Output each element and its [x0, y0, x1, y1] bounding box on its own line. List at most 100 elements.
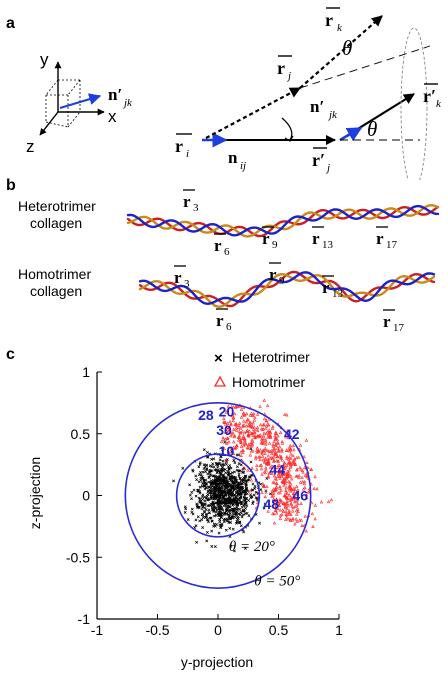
homo-point: [326, 499, 331, 504]
hetero-point: [201, 470, 205, 474]
legend-homo-label: Homotrimer: [232, 374, 305, 390]
hetero-point: [233, 461, 237, 465]
hetero-point: [210, 545, 214, 548]
svg-text:r′: r′: [423, 86, 436, 106]
x-axis-label: y-projection: [181, 654, 253, 670]
hetero-point: [244, 506, 248, 510]
homo-point: [275, 481, 279, 486]
homo-point: [257, 433, 261, 438]
homo-point: [264, 438, 268, 442]
homo-point: [248, 423, 252, 427]
homo-point: [278, 508, 282, 512]
hetero-point: [240, 482, 244, 486]
homo-point: [284, 517, 288, 521]
homo-point: [273, 502, 277, 506]
homo-point: [235, 443, 239, 448]
homo-point: [287, 471, 291, 475]
homo-point: [265, 430, 270, 434]
hetero-point: [210, 506, 214, 510]
y-tick-label: -0.5: [66, 549, 90, 565]
homo-point: [287, 510, 291, 515]
homo-point: [224, 410, 228, 414]
homo-point: [292, 491, 297, 495]
homo-point: [271, 493, 276, 497]
hetero-point: [213, 475, 217, 479]
hetero-point: [210, 465, 214, 469]
homo-point: [250, 437, 254, 442]
svg-text:r: r: [175, 136, 183, 156]
homo-point: [270, 489, 274, 493]
svg-text:jk: jk: [122, 97, 133, 109]
homo-point: [252, 425, 256, 429]
homo-point: [271, 442, 275, 446]
hetero-point: [219, 455, 223, 458]
homo-point: [231, 439, 236, 444]
vector-diagram: [202, 15, 431, 189]
hetero-point: [234, 506, 237, 510]
homo-point: [238, 438, 243, 442]
hetero-point: [209, 504, 213, 508]
svg-text:r: r: [216, 311, 224, 330]
hetero-point: [221, 466, 224, 470]
homo-point: [274, 487, 278, 491]
homo-point: [295, 484, 299, 488]
homo-point: [229, 430, 233, 435]
hetero-point: [211, 474, 215, 478]
homo-point: [278, 454, 282, 458]
homo-point: [282, 476, 286, 481]
homo-point: [251, 421, 255, 425]
homo-point: [260, 436, 264, 440]
r-k-prime-label: r′ k: [423, 83, 442, 110]
hetero-point: [219, 493, 223, 497]
homo-point: [280, 439, 284, 444]
homo-point: [305, 460, 309, 464]
hetero-point: [191, 469, 195, 473]
hetero-point: [220, 522, 224, 526]
homo-point: [275, 454, 279, 458]
hetero-point: [200, 518, 204, 522]
residue-label: 10: [219, 443, 235, 459]
hetero-point: [213, 494, 217, 498]
homo-point: [253, 415, 257, 420]
hetero-point: [217, 501, 221, 505]
homo-point: [239, 415, 244, 419]
hetero-point: [208, 473, 212, 477]
homo-point: [239, 407, 244, 411]
homo-point: [309, 467, 313, 471]
hetero-point: [212, 496, 216, 500]
homo-point: [291, 453, 295, 457]
hetero-point: [217, 531, 221, 535]
homo-point: [293, 522, 297, 526]
homo-point: [284, 474, 289, 478]
hetero-point: [205, 515, 209, 519]
hetero-marker-r6: r 6: [214, 233, 230, 258]
hetero-point: [237, 496, 241, 500]
hetero-point: [206, 504, 210, 508]
homo-point: [232, 434, 237, 438]
homo-point: [285, 473, 290, 477]
hetero-point: [231, 485, 235, 489]
homo-point: [296, 509, 300, 513]
homo-point: [272, 446, 277, 451]
hetero-point: [216, 495, 220, 499]
homo-point: [297, 518, 302, 522]
homo-point: [273, 465, 278, 470]
svg-text:r: r: [383, 312, 391, 331]
homo-point: [230, 432, 234, 436]
hetero-point: [200, 502, 204, 506]
hetero-point: [208, 476, 211, 479]
hetero-point: [235, 510, 239, 514]
x-tick-label: -0.5: [145, 622, 169, 638]
homo-point: [230, 447, 234, 451]
homo-point: [229, 421, 233, 426]
hetero-point: [253, 487, 257, 490]
panel-c-label: c: [6, 346, 15, 363]
angle-circles: θ = 20°θ = 50°: [124, 402, 312, 590]
svg-text:i: i: [186, 148, 189, 160]
hetero-point: [219, 496, 223, 500]
homo-point: [278, 486, 282, 490]
helix-strand: [126, 205, 440, 238]
homo-point: [276, 434, 280, 438]
homo-point: [266, 475, 271, 479]
hetero-point: [229, 544, 233, 548]
